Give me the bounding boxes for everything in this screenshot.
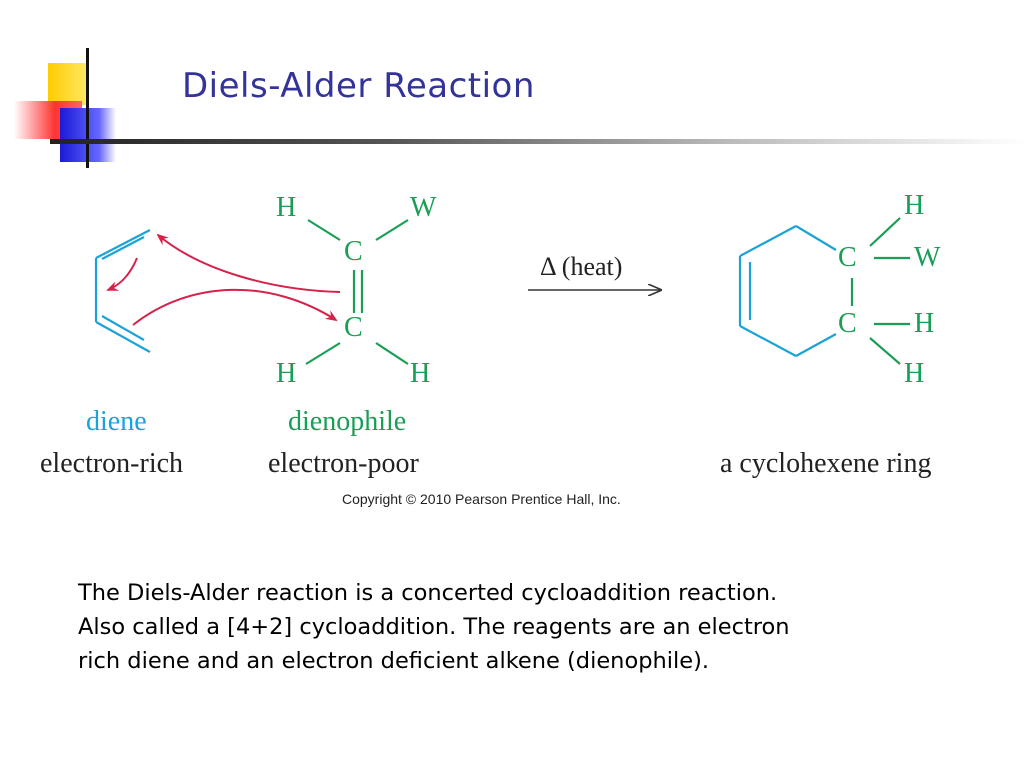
slide-decoration-logo: [0, 0, 180, 180]
atom-label: H: [276, 358, 297, 389]
diene-label: diene: [86, 406, 147, 437]
atom-label: C: [344, 236, 363, 267]
atom-label: W: [410, 192, 437, 223]
dienophile-description: electron-poor: [268, 448, 419, 479]
atom-label: H: [914, 308, 935, 339]
atom-label: H: [410, 358, 431, 389]
product-bonds: [850, 217, 910, 365]
decoration-yellow-square: [48, 63, 88, 105]
atom-label: W: [914, 242, 941, 273]
atom-label: C: [344, 312, 363, 343]
body-line: Also called a [4+2] cycloaddition. The r…: [78, 614, 790, 640]
title-underline: [50, 139, 1024, 144]
reaction-condition: Δ (heat): [540, 252, 623, 281]
diene-structure: [94, 229, 151, 353]
atom-label: H: [904, 358, 925, 389]
dienophile-label: dienophile: [288, 406, 407, 437]
body-paragraph: The Diels-Alder reaction is a concerted …: [78, 576, 958, 678]
atom-label: H: [276, 192, 297, 223]
atom-label: C: [838, 242, 857, 273]
decoration-vertical-line: [86, 48, 89, 168]
diene-description: electron-rich: [40, 448, 184, 479]
electron-flow-arrows: [106, 233, 341, 326]
slide-title: Diels-Alder Reaction: [182, 66, 535, 106]
body-line: The Diels-Alder reaction is a concerted …: [78, 580, 778, 606]
copyright-notice: Copyright © 2010 Pearson Prentice Hall, …: [342, 491, 621, 507]
atom-label: H: [904, 190, 925, 221]
atom-label: C: [838, 308, 857, 339]
product-label: a cyclohexene ring: [720, 448, 932, 479]
body-line: rich diene and an electron deficient alk…: [78, 648, 710, 674]
cyclohexene-ring: [738, 225, 837, 357]
dienophile-bonds: [305, 219, 409, 365]
